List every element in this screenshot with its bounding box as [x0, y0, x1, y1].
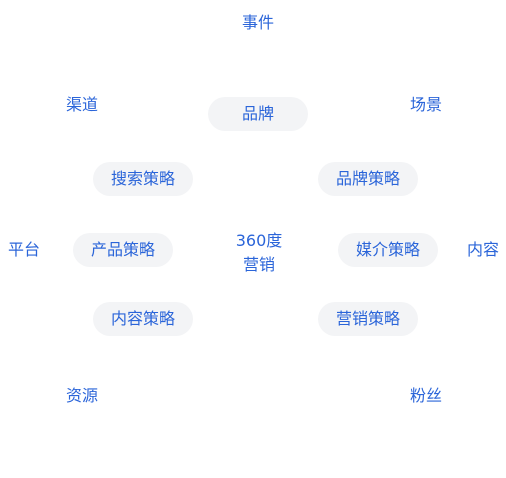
pill-media-strategy: 媒介策略 — [338, 233, 438, 267]
pill-brand-strategy: 品牌策略 — [318, 162, 418, 196]
node-platform: 平台 — [8, 240, 41, 259]
node-content: 内容 — [467, 240, 500, 259]
node-scene: 场景 — [410, 95, 443, 114]
node-channel: 渠道 — [66, 95, 99, 114]
pill-search-strategy: 搜索策略 — [93, 162, 193, 196]
pill-content-strategy: 内容策略 — [93, 302, 193, 336]
node-fans: 粉丝 — [410, 386, 443, 405]
node-event: 事件 — [242, 13, 275, 32]
node-resource: 资源 — [66, 386, 99, 405]
pill-product-strategy: 产品策略 — [73, 233, 173, 267]
center-label: 360度 营销 — [229, 229, 289, 277]
center-label-line1: 360度 — [235, 231, 283, 250]
center-label-line2: 营销 — [242, 255, 275, 274]
pill-marketing-strategy: 营销策略 — [318, 302, 418, 336]
pill-brand: 品牌 — [208, 97, 308, 131]
